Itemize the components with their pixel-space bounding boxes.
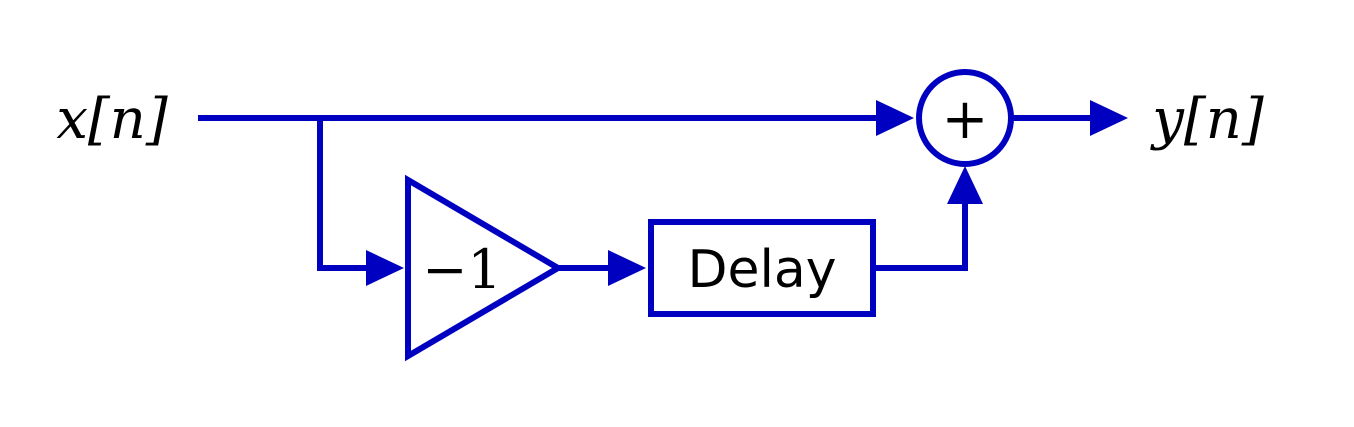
branch-wire (317, 118, 370, 271)
adder-symbol: + (942, 87, 989, 152)
feedback-wire (873, 200, 968, 271)
delay-input-arrow (608, 250, 646, 286)
output-arrow (1090, 100, 1128, 136)
delay-label: Delay (687, 240, 836, 300)
adder-bottom-arrow (947, 166, 983, 204)
output-label: y[n] (1149, 87, 1264, 152)
gain-label: −1 (422, 238, 502, 301)
adder-input-arrow (876, 100, 914, 136)
gain-input-arrow (366, 250, 404, 286)
input-label: x[n] (56, 87, 167, 152)
gain-triangle (405, 174, 564, 362)
